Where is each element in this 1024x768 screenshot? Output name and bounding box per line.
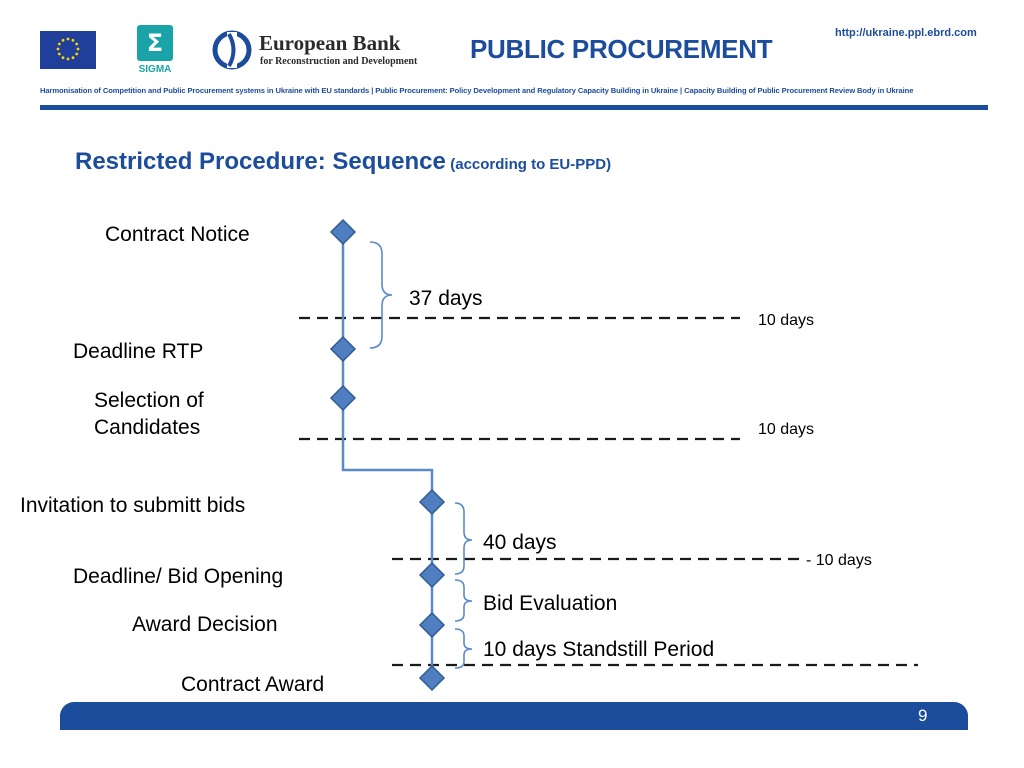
sigma-label: SIGMA <box>138 64 172 75</box>
milestone-diamond-contract-notice <box>329 218 357 246</box>
milestone-label-selection-line-1: Selection of <box>94 389 204 412</box>
brace-standstill <box>454 628 473 669</box>
ebrd-logo-icon <box>212 30 252 70</box>
milestone-diamond-selection <box>329 384 357 412</box>
ebrd-subtitle: for Reconstruction and Development <box>260 56 418 67</box>
milestone-label-award-decision: Award Decision <box>132 613 278 636</box>
page-number: 9 <box>918 706 928 725</box>
period-label-bid-evaluation: Bid Evaluation <box>483 592 617 615</box>
dashed-note-10-days-1: 10 days <box>758 312 814 329</box>
footer-bar <box>60 702 968 730</box>
site-url-link[interactable]: http://ukraine.ppl.ebrd.com <box>835 27 977 39</box>
milestone-diamond-award-decision <box>418 611 446 639</box>
milestone-diamond-bid-opening <box>418 561 446 589</box>
brace-40-days <box>454 502 473 575</box>
dashed-note-10-days-2: 10 days <box>758 421 814 438</box>
slide-title-subtitle: (according to EU-PPD) <box>450 156 612 173</box>
program-title: PUBLIC PROCUREMENT <box>470 34 773 64</box>
milestone-diamond-deadline-rtp <box>329 335 357 363</box>
sigma-logo: Σ <box>137 25 173 61</box>
milestone-diamond-contract-award <box>418 664 446 692</box>
header-divider <box>40 105 988 110</box>
dashed-note-minus-10-days: - 10 days <box>806 552 872 569</box>
milestone-label-bid-opening: Deadline/ Bid Opening <box>73 565 283 588</box>
slide-title-main: Restricted Procedure: Sequence <box>75 148 446 175</box>
ebrd-name: European Bank <box>259 31 401 55</box>
period-label-40-days: 40 days <box>483 531 557 554</box>
milestone-label-selection-line-2: Candidates <box>94 416 200 439</box>
milestone-label-deadline-rtp: Deadline RTP <box>73 340 203 363</box>
milestone-label-contract-notice: Contract Notice <box>105 223 250 246</box>
brace-bid-evaluation <box>454 579 473 622</box>
milestone-diamond-invitation <box>418 488 446 516</box>
brace-37-days <box>369 241 393 349</box>
eu-flag-icon <box>40 31 96 69</box>
milestone-label-contract-award: Contract Award <box>181 673 324 696</box>
period-label-standstill: 10 days Standstill Period <box>483 638 714 661</box>
project-description: Harmonisation of Competition and Public … <box>40 86 914 95</box>
slide-title: Restricted Procedure: Sequence (accordin… <box>75 148 611 176</box>
period-label-37-days: 37 days <box>409 287 483 310</box>
milestone-label-invitation: Invitation to submitt bids <box>20 494 245 517</box>
